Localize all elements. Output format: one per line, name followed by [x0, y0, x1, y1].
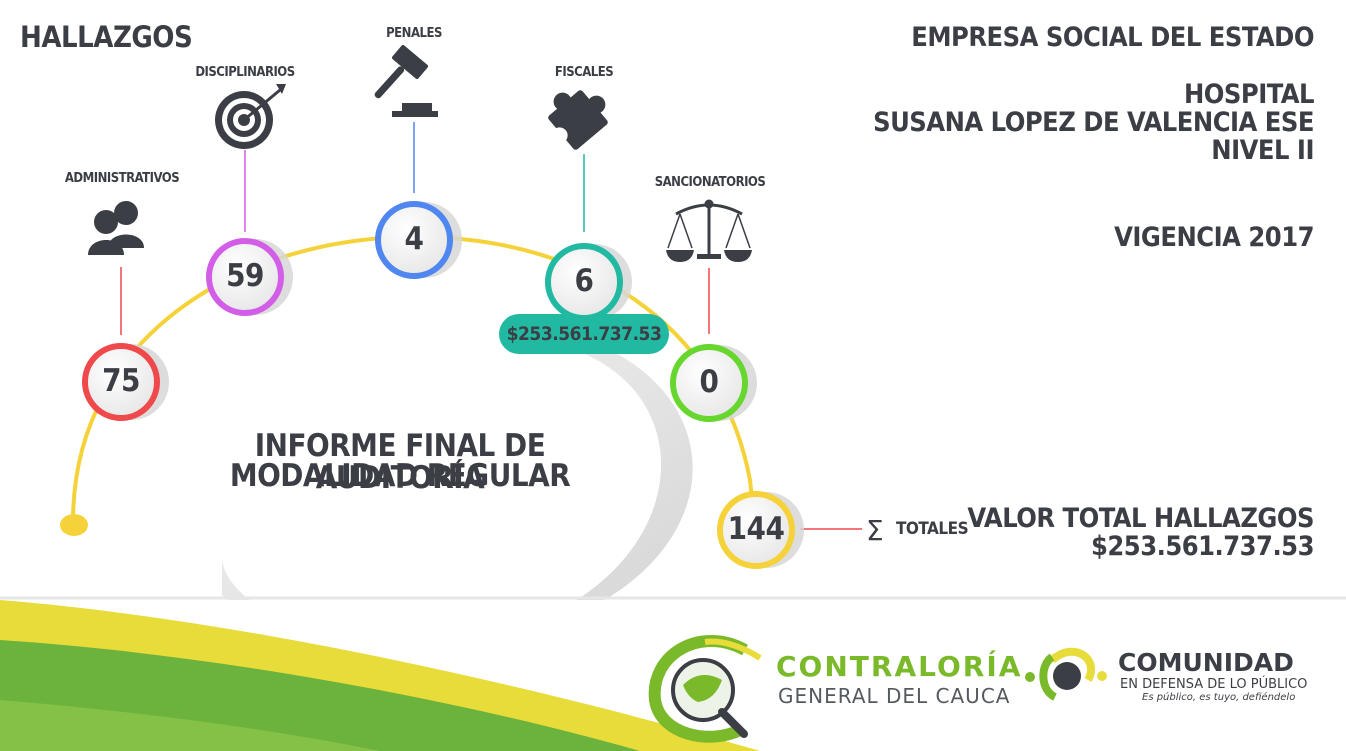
- report-title-line-1: INFORME FINAL DE AUDITORÍA: [254, 428, 546, 496]
- comunidad-slogan: Es público, es tuyo, defiéndelo: [1142, 692, 1296, 703]
- value-administrativos: 75: [102, 363, 140, 399]
- value-disciplinarios: 59: [226, 258, 264, 294]
- sigma-icon: Σ: [866, 514, 884, 547]
- label-fiscales: FISCALES: [554, 65, 614, 80]
- label-penales: PENALES: [386, 26, 442, 41]
- vigencia: VIGENCIA 2017: [1114, 222, 1314, 253]
- label-disciplinarios: DISCIPLINARIOS: [195, 65, 295, 80]
- puzzle-icon: [548, 90, 608, 150]
- bottom-band: [0, 596, 1346, 751]
- hospital-line-2: SUSANA LOPEZ DE VALENCIA ESE: [873, 107, 1314, 138]
- contraloria-name: CONTRALORÍA: [776, 650, 1023, 683]
- hospital-line-3: NIVEL II: [1211, 135, 1314, 166]
- finding-circles: [82, 201, 795, 569]
- fiscal-amount-pill: [499, 314, 669, 354]
- value-fiscales: 6: [574, 263, 594, 299]
- label-sancionatorios: SANCIONATORIOS: [654, 175, 766, 190]
- label-administrativos: ADMINISTRATIVOS: [64, 171, 180, 186]
- contraloria-subtitle: GENERAL DEL CAUCA: [778, 684, 1011, 708]
- arc-start-dot: [60, 514, 88, 536]
- value-sancionatorios: 0: [699, 364, 719, 400]
- fiscal-amount: $253.561.737.53: [506, 323, 662, 345]
- gavel-icon: [374, 44, 438, 117]
- hospital-line-1: HOSPITAL: [1183, 79, 1315, 110]
- label-totales: TOTALES: [896, 519, 969, 539]
- comunidad-name: COMUNIDAD: [1118, 648, 1294, 677]
- entity-type: EMPRESA SOCIAL DEL ESTADO: [911, 22, 1314, 53]
- report-title-line-2: MODALIDAD REGULAR: [229, 458, 571, 494]
- contraloria-logo: [648, 634, 762, 743]
- comunidad-logo: [1025, 647, 1107, 701]
- target-icon: [215, 84, 286, 149]
- center-disc: [210, 280, 610, 640]
- valor-total-amount: $253.561.737.53: [1090, 531, 1315, 562]
- people-icon: [88, 201, 144, 255]
- comunidad-subtitle: EN DEFENSA DE LO PÚBLICO: [1120, 677, 1308, 692]
- value-penales: 4: [404, 221, 424, 257]
- value-totales: 144: [727, 511, 785, 547]
- page-title: HALLAZGOS: [20, 20, 193, 54]
- valor-total-label: VALOR TOTAL HALLAZGOS: [967, 503, 1314, 534]
- scales-icon: [666, 199, 752, 262]
